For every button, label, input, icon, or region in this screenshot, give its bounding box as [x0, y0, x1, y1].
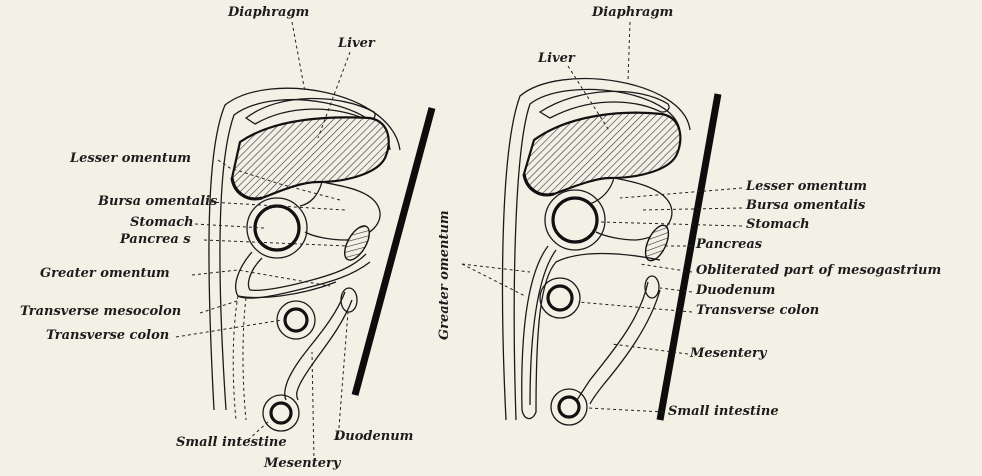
- left-label-small-intestine: Small intestine: [176, 436, 287, 450]
- left-leader-transverse-mesocolon: [200, 300, 240, 313]
- left-transverse-colon-outer: [277, 301, 315, 339]
- right-small-intestine-outer: [551, 389, 587, 425]
- right-label-mesentery: Mesentery: [690, 347, 766, 361]
- left-label-pancreas: Pancrea s: [120, 233, 191, 247]
- right-transverse-colon-wall: [548, 286, 572, 310]
- right-mesentery: [576, 282, 660, 404]
- left-leader-duodenum: [338, 312, 348, 440]
- left-label-transverse-colon: Transverse colon: [46, 329, 169, 343]
- right-leader-transverse-colon: [578, 302, 692, 312]
- right-label-small-intestine: Small intestine: [668, 405, 779, 419]
- left-label-transverse-mesocolon: Transverse mesocolon: [20, 305, 181, 319]
- left-label-stomach: Stomach: [130, 216, 194, 230]
- right-label-pancreas: Pancreas: [696, 238, 762, 252]
- right-label-lesser-omentum: Lesser omentum: [746, 180, 867, 194]
- right-label-transverse-colon: Transverse colon: [696, 304, 819, 318]
- right-small-intestine-wall: [559, 397, 579, 417]
- right-leader-diaphragm: [628, 22, 630, 80]
- right-stomach-wall: [553, 198, 597, 242]
- right-greater-omentum: [522, 246, 660, 419]
- right-label-diaphragm: Diaphragm: [592, 6, 673, 20]
- left-pancreas: [340, 222, 375, 264]
- right-liver: [524, 113, 680, 195]
- left-label-lesser-omentum: Lesser omentum: [70, 152, 191, 166]
- right-leader-stomach: [600, 222, 742, 226]
- right-label-obliterated-mesogastrium: Obliterated part of mesogastrium: [696, 264, 941, 278]
- left-diagram: [176, 22, 432, 462]
- right-leader-small-intestine: [588, 408, 664, 412]
- left-small-intestine-outer: [263, 395, 299, 431]
- left-transverse-colon-wall: [285, 309, 307, 331]
- left-leader-transverse-colon: [176, 320, 282, 337]
- left-leader-bursa: [210, 202, 345, 210]
- right-leader-lesser-omentum: [620, 188, 742, 198]
- left-label-duodenum: Duodenum: [334, 430, 413, 444]
- right-label-duodenum: Duodenum: [696, 284, 775, 298]
- right-label-stomach: Stomach: [746, 218, 810, 232]
- left-label-liver: Liver: [338, 37, 375, 51]
- right-label-greater-omentum: Greater omentum: [437, 210, 452, 340]
- left-label-greater-omentum: Greater omentum: [40, 267, 170, 281]
- right-label-bursa-omentalis: Bursa omentalis: [746, 199, 865, 213]
- left-leader-greater-omentum: [192, 270, 330, 286]
- left-leader-pancreas: [204, 240, 348, 246]
- right-transverse-colon-outer: [540, 278, 580, 318]
- right-leader-greater-omentum-b: [462, 264, 525, 296]
- right-leader-bursa: [640, 208, 742, 210]
- left-omentum-dotted: [233, 296, 246, 420]
- right-label-liver: Liver: [538, 52, 575, 66]
- right-leader-greater-omentum-a: [462, 264, 530, 272]
- left-label-diaphragm: Diaphragm: [228, 6, 309, 20]
- left-small-intestine-wall: [271, 403, 291, 423]
- right-diagram: [462, 22, 742, 425]
- left-leader-mesentery: [312, 352, 314, 462]
- right-leader-duodenum: [660, 288, 692, 292]
- left-liver: [232, 117, 389, 198]
- left-leader-diaphragm: [292, 22, 305, 92]
- left-label-mesentery: Mesentery: [264, 457, 340, 471]
- left-label-bursa-omentalis: Bursa omentalis: [98, 195, 217, 209]
